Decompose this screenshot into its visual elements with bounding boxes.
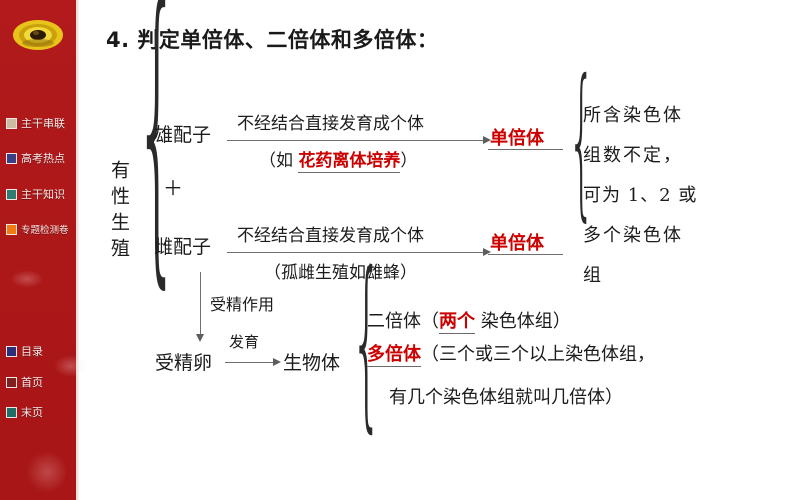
- female-gamete-label: 雌配子: [154, 236, 212, 258]
- diploid-line: 二倍体（两个 染色体组）: [367, 307, 571, 334]
- sidebar-item-0[interactable]: 主干串联: [6, 113, 78, 133]
- male-below-prefix: （如: [259, 151, 299, 171]
- right-note-line-3: 多个染色体: [583, 225, 683, 246]
- right-note-line-2: 可为 1、2 或: [583, 185, 698, 206]
- nav-item-contents[interactable]: 目录: [6, 341, 78, 361]
- bullet-icon: [6, 188, 17, 200]
- male-below-highlight: 花药离体培养: [298, 151, 401, 173]
- zygote-label: 受精卵: [155, 352, 213, 374]
- right-note-line-0: 所含染色体: [583, 105, 683, 126]
- bullet-icon: [6, 345, 17, 357]
- male-result-underline: [488, 149, 563, 150]
- female-arrow-line: [227, 252, 483, 253]
- nav-item-label: 目录: [21, 345, 43, 358]
- sidebar-item-label: 高考热点: [21, 152, 65, 165]
- nav-item-label: 首页: [21, 376, 43, 389]
- develop-arrow-head-icon: [273, 358, 281, 366]
- slide-content: 4. 判定单倍体、二倍体和多倍体： 有性生殖 { 雄配子 不经结合直接发育成个体…: [79, 0, 801, 500]
- male-result-haploid: 单倍体: [490, 128, 544, 149]
- bullet-icon: [6, 117, 17, 129]
- male-below-arrow-text: （如 花药离体培养）: [259, 146, 418, 173]
- organism-label: 生物体: [283, 352, 341, 374]
- polyploid-line-2: 有几个染色体组就叫几倍体）: [389, 387, 623, 408]
- polyploid-highlight: 多倍体: [367, 344, 421, 367]
- nav-item-last-page[interactable]: 末页: [6, 402, 78, 422]
- sidebar-divider: [76, 0, 79, 500]
- bullet-icon: [6, 223, 17, 235]
- fertilization-arrow-line: [200, 272, 201, 334]
- course-logo: [13, 20, 63, 50]
- sidebar-item-3[interactable]: 专题检测卷: [6, 219, 78, 239]
- sidebar-item-2[interactable]: 主干知识: [6, 184, 78, 204]
- sidebar-item-1[interactable]: 高考热点: [6, 148, 78, 168]
- root-brace: {: [135, 0, 180, 317]
- decorative-flower-1: [10, 270, 44, 288]
- nav-item-label: 末页: [21, 406, 43, 419]
- male-gamete-label: 雄配子: [154, 124, 212, 146]
- male-above-arrow-text: 不经结合直接发育成个体: [237, 114, 424, 134]
- organism-types-brace: {: [351, 232, 383, 450]
- male-arrow-head-icon: [483, 136, 491, 144]
- bullet-icon: [6, 152, 17, 164]
- sidebar-item-label: 主干知识: [21, 188, 65, 201]
- bullet-icon: [6, 406, 17, 418]
- plus-sign: ＋: [163, 176, 183, 200]
- polyploid-line: 多倍体（三个或三个以上染色体组，: [367, 340, 655, 367]
- female-result-underline: [488, 254, 563, 255]
- male-below-suffix: ）: [400, 151, 418, 171]
- develop-arrow-line: [225, 362, 273, 363]
- polyploid-text: （三个或三个以上染色体组，: [421, 344, 655, 365]
- diploid-prefix: 二倍体（: [367, 311, 439, 332]
- male-arrow-line: [227, 140, 483, 141]
- sidebar-item-label: 专题检测卷: [21, 225, 69, 236]
- female-below-arrow-text: （孤雌生殖如雄蜂）: [264, 263, 417, 283]
- diploid-highlight: 两个: [439, 311, 475, 334]
- female-result-haploid: 单倍体: [490, 233, 544, 254]
- female-above-arrow-text: 不经结合直接发育成个体: [237, 226, 424, 246]
- develop-arrow-label: 发育: [229, 333, 260, 351]
- sidebar: 主干串联 高考热点 主干知识 专题检测卷 目录 首页 末页: [0, 0, 88, 500]
- root-label: 有性生殖: [108, 160, 130, 264]
- sidebar-item-label: 主干串联: [21, 117, 65, 130]
- right-note-line-1: 组数不定，: [583, 145, 683, 166]
- diploid-suffix: 染色体组）: [475, 311, 571, 332]
- right-note-brace: {: [568, 45, 596, 237]
- page-title: 4. 判定单倍体、二倍体和多倍体：: [106, 28, 439, 52]
- right-note-line-4: 组: [583, 265, 601, 286]
- fertilization-arrow-head-icon: [196, 334, 204, 342]
- nav-item-first-page[interactable]: 首页: [6, 372, 78, 392]
- decorative-flower-2: [24, 452, 70, 492]
- female-arrow-head-icon: [483, 248, 491, 256]
- bullet-icon: [6, 376, 17, 388]
- fertilization-arrow-label: 受精作用: [210, 295, 275, 314]
